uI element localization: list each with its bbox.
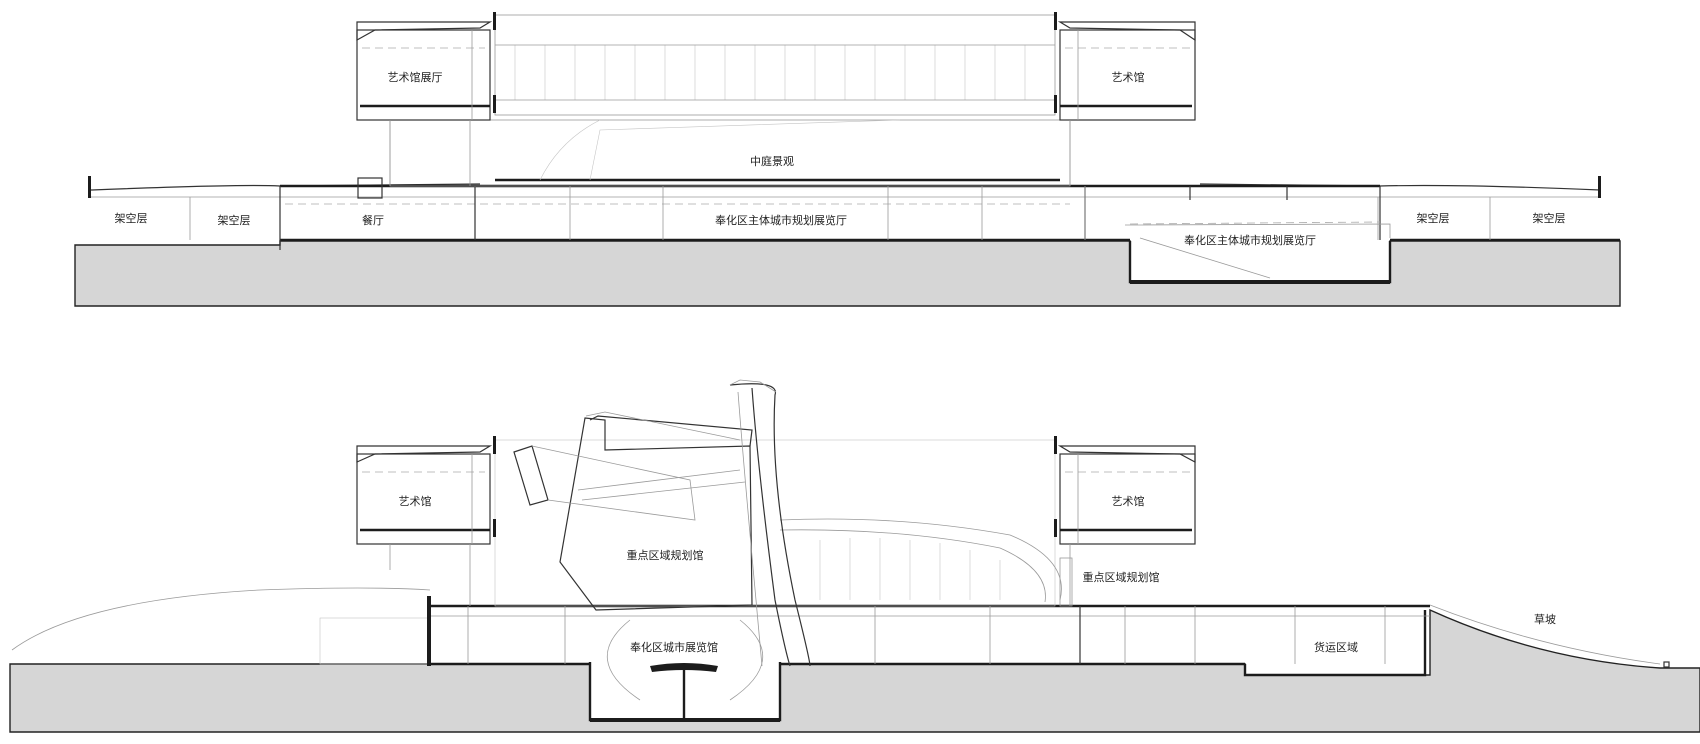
top-parapet-left xyxy=(88,176,91,198)
label-main-hall-lower: 奉化区主体城市规划展览厅 xyxy=(1184,233,1316,247)
label-gallery-right: 艺术馆 xyxy=(1112,70,1145,84)
top-bridge-mullions xyxy=(514,45,1026,100)
bottom-parapet-left xyxy=(427,596,431,666)
bottom-cargo-floor xyxy=(1243,610,1427,677)
label-key-area-right: 重点区域规划馆 xyxy=(1083,570,1160,584)
label-courtyard: 中庭景观 xyxy=(750,154,794,168)
top-courtyard-curve xyxy=(539,119,601,181)
top-lift-core xyxy=(357,177,383,199)
top-bridge-post xyxy=(1054,95,1057,113)
bottom-slope-marker xyxy=(1663,661,1670,668)
bottom-ramp-curve-2 xyxy=(779,529,1046,603)
bottom-gallery-left-post xyxy=(493,436,496,454)
bottom-tilted-volume-inner xyxy=(577,469,746,501)
label-gallery-right-bottom: 艺术馆 xyxy=(1112,494,1145,508)
top-bridge xyxy=(494,14,1056,116)
bottom-tower-inner xyxy=(751,387,791,667)
label-restaurant: 餐厅 xyxy=(362,213,384,227)
bottom-gallery-right xyxy=(1059,453,1196,545)
top-bridge-post xyxy=(493,12,496,30)
bottom-stair-right xyxy=(1059,557,1073,607)
top-gallery-left xyxy=(356,29,491,121)
top-basement-floor xyxy=(1130,280,1390,284)
label-pilotis-1: 架空层 xyxy=(115,211,148,225)
bottom-gallery-left-post-2 xyxy=(493,519,496,537)
bottom-tower-left xyxy=(737,391,763,667)
label-pilotis-3: 架空层 xyxy=(1417,211,1450,225)
bottom-city-hall-arc xyxy=(606,619,764,701)
top-bridge-post xyxy=(493,95,496,113)
top-gallery-right xyxy=(1059,29,1196,121)
label-grass-slope: 草坡 xyxy=(1534,613,1556,626)
top-ramp-slope xyxy=(1139,237,1271,279)
bottom-gallery-right-post-2 xyxy=(1054,519,1057,537)
top-podium-roof-left xyxy=(90,183,481,191)
top-gallery-right-roof xyxy=(1057,21,1196,42)
bottom-tilted-arm-2 xyxy=(531,445,696,521)
bottom-dome-curve xyxy=(11,587,431,651)
bottom-tilted-volume-top xyxy=(585,411,741,441)
bottom-tilted-arm xyxy=(513,445,549,506)
label-city-hall: 奉化区城市展览馆 xyxy=(630,640,718,654)
label-gallery-hall: 艺术馆展厅 xyxy=(388,70,443,84)
top-basement-pit xyxy=(1131,242,1389,282)
bottom-tower-tip xyxy=(729,379,777,393)
label-cargo: 货运区域 xyxy=(1314,640,1358,654)
bottom-gallery-left xyxy=(356,453,491,545)
bottom-tilted-volume xyxy=(559,417,753,611)
bottom-stair-block xyxy=(319,617,431,665)
bottom-ramp-hatch xyxy=(819,538,1001,600)
bottom-ramp-curve xyxy=(779,518,1062,601)
top-podium-roof-right xyxy=(1199,183,1601,191)
top-courtyard-curve2 xyxy=(589,119,901,181)
label-pilotis-2: 架空层 xyxy=(218,213,251,227)
top-gallery-left-roof xyxy=(356,21,493,42)
top-gallery-left-under xyxy=(389,120,471,186)
top-ramp xyxy=(1124,223,1391,238)
label-main-hall: 奉化区主体城市规划展览厅 xyxy=(715,213,847,227)
section-bottom: 艺术馆 艺术馆 重点区域规划馆 重点区域规划馆 奉化区城市展览馆 货运区域 草坡 xyxy=(9,379,1700,733)
top-ramp-dash xyxy=(1129,221,1381,225)
label-pilotis-4: 架空层 xyxy=(1533,211,1566,225)
top-courtyard-frame xyxy=(389,119,1071,187)
bottom-tower-outer xyxy=(729,383,811,667)
top-bridge-post xyxy=(1054,12,1057,30)
bottom-gallery-right-post xyxy=(1054,436,1057,454)
label-gallery-left: 艺术馆 xyxy=(399,494,432,508)
label-key-area-left: 重点区域规划馆 xyxy=(627,548,704,562)
bottom-tilted-volume-roof xyxy=(589,415,753,447)
bottom-ground-mass xyxy=(9,608,1700,733)
bottom-grass-slope xyxy=(1429,604,1661,665)
top-parapet-right xyxy=(1598,176,1601,198)
section-top: 艺术馆展厅 艺术馆 中庭景观 架空层 架空层 餐厅 奉化区主体城市规划展览厅 奉… xyxy=(74,12,1621,307)
bottom-gallery-left-under xyxy=(389,544,471,606)
bottom-table-top xyxy=(650,663,718,672)
bottom-gallery-right-roof xyxy=(1057,445,1196,463)
